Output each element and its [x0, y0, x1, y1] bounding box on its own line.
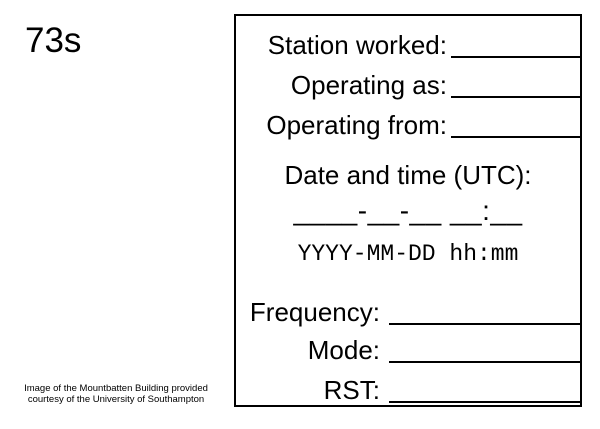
frequency-label: Frequency: [249, 297, 380, 327]
operating-from-label: Operating from: [266, 110, 447, 140]
field-row-station-worked: Station worked: [236, 18, 580, 58]
rst-label: RST: [323, 375, 380, 405]
field-row-rst: RST: [236, 363, 580, 403]
datetime-blank-line: ____-__-__ __:__ [293, 195, 523, 226]
operating-as-fill-line [451, 94, 580, 98]
image-credit-line2: courtesy of the University of Southampto… [27, 393, 205, 405]
page-title: 73s [25, 21, 82, 60]
field-row-operating-from: Operating from: [236, 98, 580, 138]
mode-fill-line [389, 359, 580, 363]
operating-as-label: Operating as: [290, 70, 447, 100]
station-worked-fill-line [451, 54, 580, 58]
field-row-frequency: Frequency: [236, 285, 580, 325]
datetime-format-hint: YYYY-MM-DD hh:mm [297, 241, 519, 267]
datetime-heading: Date and time (UTC): [284, 160, 532, 190]
qsl-log-box: Station worked: Operating as: Operating … [234, 14, 582, 407]
field-row-mode: Mode: [236, 323, 580, 363]
image-credit: Image of the Mountbatten Building provid… [8, 383, 224, 405]
field-row-operating-as: Operating as: [236, 58, 580, 98]
mode-label: Mode: [307, 335, 380, 365]
image-credit-line1: Image of the Mountbatten Building provid… [24, 383, 208, 394]
operating-from-fill-line [451, 134, 580, 138]
frequency-fill-line [389, 321, 580, 325]
station-worked-label: Station worked: [267, 30, 447, 60]
rst-fill-line [389, 399, 580, 403]
